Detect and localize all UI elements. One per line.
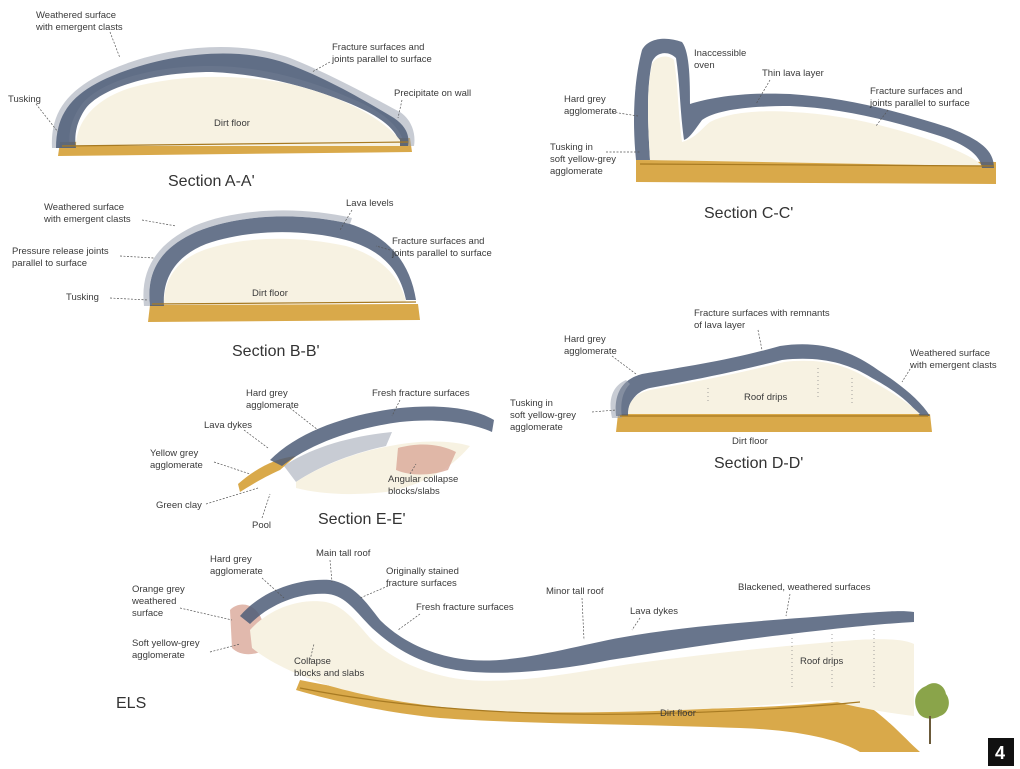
els-lava-dykes-label: Lava dykes — [630, 606, 678, 617]
bb-lava-levels-label: Lava levels — [346, 198, 394, 209]
bb-fracture-label: Fracture surfaces and joints parallel to… — [391, 236, 492, 259]
bb-tusking-leader — [110, 298, 148, 300]
els-fresh-fracture-label: Fresh fracture surfaces — [416, 602, 514, 613]
ee-lava-dykes-leader — [244, 430, 268, 448]
aa-tusking-label: Tusking — [8, 94, 41, 105]
els-originally-stained-leader — [360, 586, 388, 598]
bb-tusking-label: Tusking — [66, 292, 99, 303]
els-orange-grey-label: Orange grey weathered surface — [131, 584, 187, 619]
aa-weathered-label: Weathered surface with emergent clasts — [35, 10, 123, 33]
aa-weathered-leader — [110, 32, 120, 58]
section-bb: Section B-B' Weathered surface with emer… — [12, 198, 492, 360]
ee-hard-grey-label: Hard grey agglomerate — [246, 388, 299, 411]
bb-pressure-label: Pressure release joints parallel to surf… — [12, 246, 111, 269]
section-dd: Section D-D' Hard grey agglomerate Fract… — [510, 308, 997, 472]
ee-yellow-grey-leader — [214, 462, 250, 474]
figure-number: 4 — [995, 743, 1005, 763]
dd-hard-grey-label: Hard grey agglomerate — [564, 334, 617, 357]
els-main-roof-label: Main tall roof — [316, 548, 371, 559]
ee-yellow-grey-label: Yellow grey agglomerate — [150, 448, 203, 471]
section-els: ELS Hard grey agglomerate Main tall roof… — [116, 548, 949, 752]
cc-hard-grey-label: Hard grey agglomerate — [564, 94, 617, 117]
section-els-title: ELS — [116, 695, 146, 712]
els-dirt-floor-label: Dirt floor — [660, 708, 696, 719]
aa-fracture-leader — [312, 62, 330, 72]
dd-fracture-label: Fracture surfaces with remnants of lava … — [694, 308, 832, 331]
section-cc: Section C-C' Inaccessible oven Thin lava… — [550, 39, 996, 222]
els-blackened-label: Blackened, weathered surfaces — [738, 582, 871, 593]
section-ee-title: Section E-E' — [318, 511, 406, 528]
ee-angular-collapse-label: Angular collapse blocks/slabs — [388, 474, 461, 497]
els-lava-dykes-leader — [632, 618, 640, 630]
bb-weathered-leader — [142, 220, 176, 226]
els-hard-grey-label: Hard grey agglomerate — [210, 554, 263, 577]
section-dd-title: Section D-D' — [714, 455, 803, 472]
dd-weathered-label: Weathered surface with emergent clasts — [909, 348, 997, 371]
bb-dirt-floor-label: Dirt floor — [252, 288, 288, 299]
bb-pressure-leader — [120, 256, 154, 258]
els-orange-grey-leader — [180, 608, 232, 620]
dd-fracture-leader — [758, 330, 762, 350]
bb-weathered-label: Weathered surface with emergent clasts — [43, 202, 131, 225]
ee-lava-dykes-label: Lava dykes — [204, 420, 252, 431]
els-blackened-leader — [786, 594, 790, 616]
ee-hard-grey-leader — [290, 408, 318, 430]
aa-fracture-label: Fracture surfaces and joints parallel to… — [331, 42, 432, 65]
dd-tusking-label: Tusking in soft yellow-grey agglomerate — [510, 398, 579, 433]
els-minor-roof-label: Minor tall roof — [546, 586, 604, 597]
dd-dirt-floor-label: Dirt floor — [732, 436, 768, 447]
ee-green-clay-leader — [206, 488, 258, 504]
section-cc-title: Section C-C' — [704, 205, 793, 222]
ee-pool-leader — [262, 494, 270, 518]
figure-number-badge: 4 — [988, 738, 1014, 766]
section-aa: Section A-A' Weathered surface with emer… — [8, 10, 471, 190]
els-originally-stained-label: Originally stained fracture surfaces — [386, 566, 462, 589]
ee-green-clay-label: Green clay — [156, 500, 202, 511]
els-fresh-fracture-leader — [398, 614, 420, 630]
cc-tusking-label: Tusking in soft yellow-grey agglomerate — [550, 142, 619, 177]
cc-thin-lava-label: Thin lava layer — [762, 68, 824, 79]
aa-precipitate-label: Precipitate on wall — [394, 88, 471, 99]
cc-inaccessible-label: Inaccessible oven — [694, 48, 749, 71]
els-main-roof-leader — [330, 560, 332, 582]
aa-dirt-floor-label: Dirt floor — [214, 118, 250, 129]
els-minor-roof-leader — [582, 598, 584, 640]
els-soft-yellow-label: Soft yellow-grey agglomerate — [132, 638, 202, 661]
section-bb-title: Section B-B' — [232, 343, 320, 360]
ee-pool-label: Pool — [252, 520, 271, 531]
dd-roof-drips-label: Roof drips — [744, 392, 788, 403]
section-ee: Section E-E' Hard grey agglomerate Fresh… — [150, 388, 494, 531]
cc-fracture-label: Fracture surfaces and joints parallel to… — [869, 86, 970, 109]
ee-fresh-fracture-label: Fresh fracture surfaces — [372, 388, 470, 399]
section-aa-title: Section A-A' — [168, 173, 255, 190]
dd-hard-grey-leader — [612, 356, 636, 374]
els-roof-drips-label: Roof drips — [800, 656, 844, 667]
